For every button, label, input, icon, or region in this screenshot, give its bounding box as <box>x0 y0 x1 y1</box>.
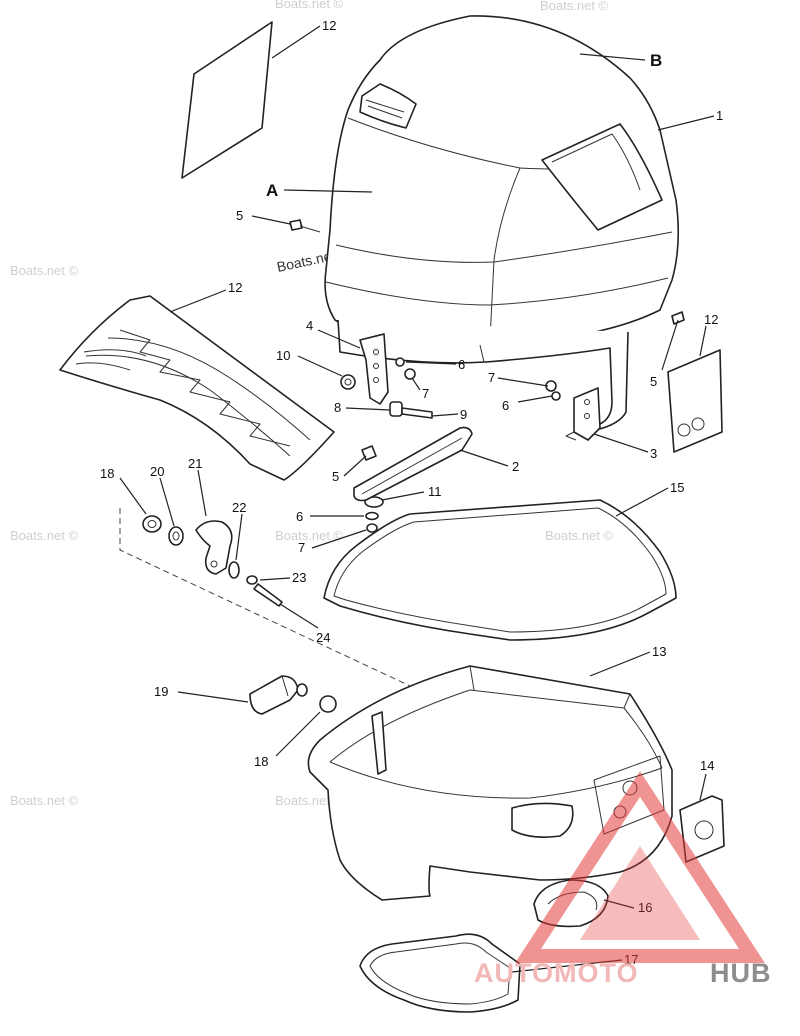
latch-handle <box>353 426 473 502</box>
callout-6: 6 <box>296 509 303 524</box>
callout-5: 5 <box>332 469 339 484</box>
bottom-gasket <box>359 933 521 1013</box>
callout-7: 7 <box>488 370 495 385</box>
callout-7: 7 <box>422 386 429 401</box>
callout-21: 21 <box>188 456 202 471</box>
cowl-seal <box>323 499 677 641</box>
automotohub-logo: AUTOMOTO HUB <box>474 771 772 988</box>
callout-B: B <box>650 51 662 70</box>
callout-5: 5 <box>236 208 243 223</box>
leader-lines <box>119 25 715 973</box>
watermark: Boats.net © <box>275 0 344 11</box>
callout-8: 8 <box>334 400 341 415</box>
logo-text-auto: AUTOMOTO <box>474 958 639 988</box>
hinge-bracket <box>359 333 389 405</box>
watermark: Boats.net © <box>275 793 344 808</box>
latch-bracket-right <box>565 387 601 441</box>
callout-14: 14 <box>700 758 714 773</box>
watermark: Boats.net © <box>275 528 344 543</box>
callout-23: 23 <box>292 570 306 585</box>
callout-10: 10 <box>276 348 290 363</box>
callout-6: 6 <box>502 398 509 413</box>
watermark: Boats.net © <box>10 793 79 808</box>
callout-9: 9 <box>460 407 467 422</box>
callout-4: 4 <box>306 318 313 333</box>
callout-12: 12 <box>228 280 242 295</box>
callout-6: 6 <box>458 357 465 372</box>
latch-lever <box>249 675 337 715</box>
callout-18: 18 <box>254 754 268 769</box>
watermark: Boats.net © <box>10 263 79 278</box>
callout-15: 15 <box>670 480 684 495</box>
callout-20: 20 <box>150 464 164 479</box>
watermark: Boats.net © <box>545 528 614 543</box>
callout-19: 19 <box>154 684 168 699</box>
callout-12: 12 <box>322 18 336 33</box>
hardware <box>289 219 685 533</box>
decal-graphic-left <box>59 295 335 481</box>
top-cowl <box>324 15 680 431</box>
callout-5: 5 <box>650 374 657 389</box>
bottom-cowl <box>307 665 673 901</box>
logo-text-hub: HUB <box>710 958 772 988</box>
callout-13: 13 <box>652 644 666 659</box>
callout-16: 16 <box>638 900 652 915</box>
callout-12: 12 <box>704 312 718 327</box>
decal-sheet-right <box>667 349 723 453</box>
watermark: Boats.net © <box>540 0 609 13</box>
callout-labels: 12 B 1 A 5 12 12 4 10 6 5 7 7 6 8 9 3 2 … <box>100 18 723 967</box>
callout-3: 3 <box>650 446 657 461</box>
callout-7: 7 <box>298 540 305 555</box>
decal-sheet-top <box>181 21 273 179</box>
callout-11: 11 <box>428 484 442 499</box>
watermark: Boats.net © <box>10 528 79 543</box>
callout-1: 1 <box>716 108 723 123</box>
callout-2: 2 <box>512 459 519 474</box>
latch-assembly <box>119 508 441 701</box>
callout-22: 22 <box>232 500 246 515</box>
callout-24: 24 <box>316 630 330 645</box>
callout-A: A <box>266 181 278 200</box>
callout-18: 18 <box>100 466 114 481</box>
